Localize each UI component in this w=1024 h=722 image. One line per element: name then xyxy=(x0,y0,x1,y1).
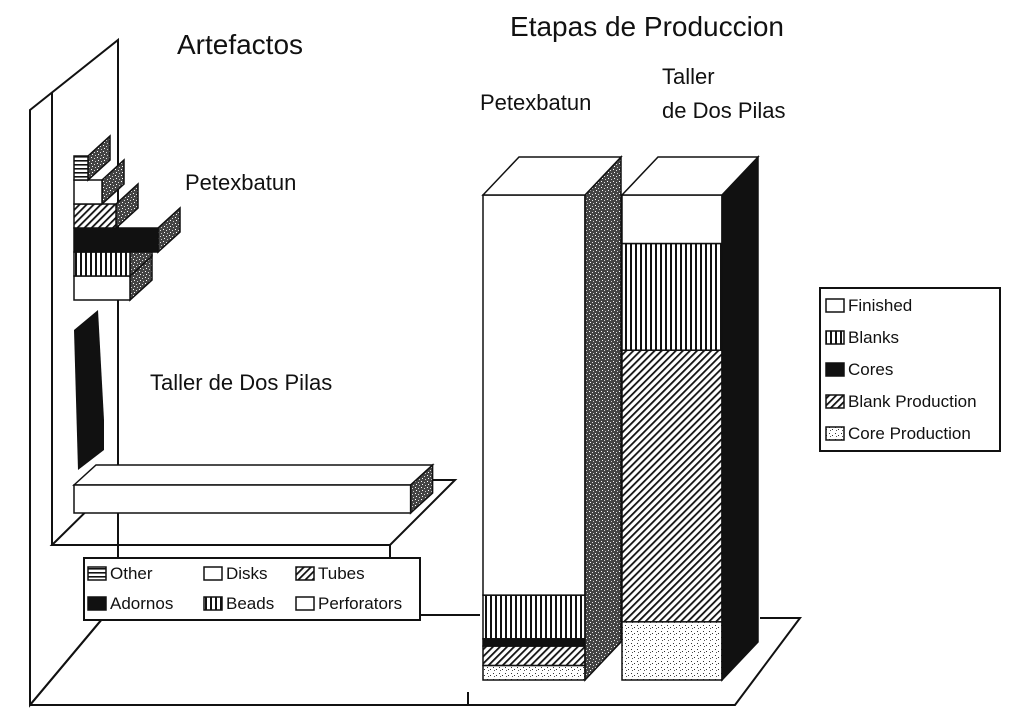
legend-swatch-adornos xyxy=(87,596,107,611)
legend-label-cores: Cores xyxy=(848,360,893,379)
left-bar-other-0 xyxy=(73,155,89,181)
legend-swatch-perforators xyxy=(295,596,315,611)
right-bar-top-0 xyxy=(481,156,623,196)
left-bar-perforators-0 xyxy=(73,275,131,301)
right-category-label-1a: Taller xyxy=(662,64,715,89)
legend-label-blank-production: Blank Production xyxy=(848,392,977,411)
left-bar-tubes-0 xyxy=(73,203,117,229)
left-bar-disks-1 xyxy=(73,484,412,514)
legend-label-disks: Disks xyxy=(226,564,268,583)
right-bar-blank-production-0 xyxy=(482,645,586,667)
left-category-label-0: Petexbatun xyxy=(185,170,296,195)
right-bar-core-production-0 xyxy=(482,664,586,681)
legend-swatch-cores xyxy=(825,362,845,377)
legend-swatch-beads xyxy=(203,596,223,611)
legend-swatch-blank-production xyxy=(825,394,845,409)
legend-swatch-other xyxy=(87,566,107,581)
legend-swatch-disks xyxy=(203,566,223,581)
legend-label-beads: Beads xyxy=(226,594,274,613)
legend-label-perforators: Perforators xyxy=(318,594,402,613)
left-bar-side-adornos-0 xyxy=(157,206,181,254)
right-bar-finished-1 xyxy=(621,194,723,245)
left-bar-disks-0 xyxy=(73,179,103,205)
right-bar-side-1 xyxy=(721,155,759,682)
left-bar-top-disks-1 xyxy=(72,464,435,486)
right-bar-finished-0 xyxy=(482,194,586,596)
right-bar-top-1 xyxy=(620,156,760,196)
right-bar-core-production-1 xyxy=(621,621,723,681)
right-category-label-0: Petexbatun xyxy=(480,90,591,115)
left-category-label-1: Taller de Dos Pilas xyxy=(150,370,332,395)
legend-swatch-tubes xyxy=(295,566,315,581)
right-bar-cores-0 xyxy=(482,638,586,647)
legend-label-finished: Finished xyxy=(848,296,912,315)
right-category-label-1b: de Dos Pilas xyxy=(662,98,786,123)
left-bar-side-other-0 xyxy=(87,134,111,182)
right-bar-blank-production-1 xyxy=(621,349,723,623)
artefactos-title: Artefactos xyxy=(177,29,303,60)
legend-label-core-production: Core Production xyxy=(848,424,971,443)
left-bar-adornos-1 xyxy=(74,310,104,470)
right-bar-blanks-1 xyxy=(621,242,723,351)
produccion-title: Etapas de Produccion xyxy=(510,11,784,42)
produccion-bars xyxy=(481,155,760,682)
right-bar-side-0 xyxy=(584,155,622,682)
legend-swatch-blanks xyxy=(825,330,845,345)
left-bar-side-tubes-0 xyxy=(115,182,139,230)
legend-label-adornos: Adornos xyxy=(110,594,173,613)
left-bar-beads-0 xyxy=(73,251,131,277)
legend-label-other: Other xyxy=(110,564,153,583)
artefactos-bars xyxy=(72,134,435,515)
left-bar-adornos-0 xyxy=(73,227,159,253)
right-bar-blanks-0 xyxy=(482,594,586,640)
legend-label-tubes: Tubes xyxy=(318,564,365,583)
legend-swatch-core-production xyxy=(825,426,845,441)
left-bar-side-disks-0 xyxy=(101,158,125,206)
legend-swatch-finished xyxy=(825,298,845,313)
legend-label-blanks: Blanks xyxy=(848,328,899,347)
